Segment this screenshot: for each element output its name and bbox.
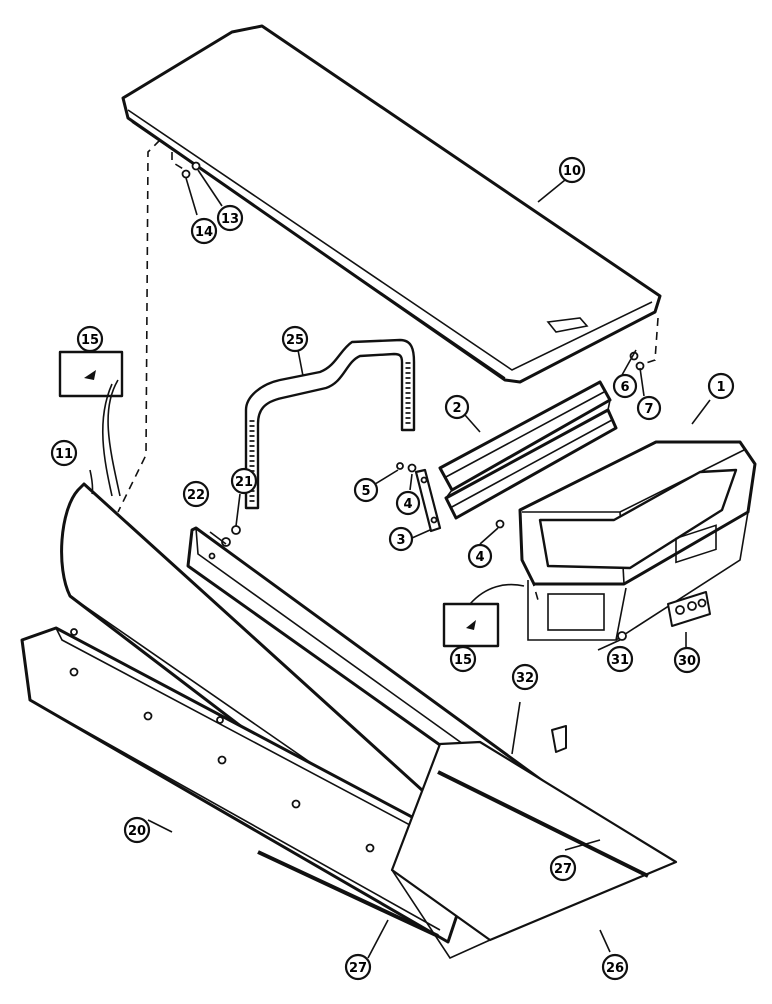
callout-2: 2 bbox=[444, 394, 470, 420]
callout-10: 10 bbox=[558, 156, 586, 184]
switch-plate bbox=[667, 591, 711, 627]
svg-text:27: 27 bbox=[554, 862, 572, 877]
callout-21: 21 bbox=[230, 467, 258, 495]
top-cover-panel bbox=[121, 24, 662, 384]
seal-strip bbox=[244, 338, 416, 510]
svg-text:30: 30 bbox=[678, 654, 696, 669]
label-decal-box-bottom bbox=[442, 583, 525, 648]
svg-text:31: 31 bbox=[611, 653, 629, 668]
callout-22: 22 bbox=[182, 480, 210, 508]
svg-text:14: 14 bbox=[195, 225, 213, 240]
callout-27-left: 27 bbox=[344, 953, 372, 981]
svg-text:10: 10 bbox=[563, 164, 581, 179]
callout-13: 13 bbox=[216, 204, 244, 232]
callout-15-bottom: 15 bbox=[449, 645, 477, 673]
callout-15-top: 15 bbox=[76, 325, 104, 353]
callout-5: 5 bbox=[353, 477, 379, 503]
callout-25: 25 bbox=[281, 325, 309, 353]
callout-20: 20 bbox=[123, 816, 151, 844]
callout-27-right: 27 bbox=[549, 854, 577, 882]
channel-rail bbox=[438, 380, 618, 520]
callout-32: 32 bbox=[511, 663, 539, 691]
gasket-strips bbox=[257, 770, 649, 938]
svg-text:5: 5 bbox=[361, 484, 370, 499]
svg-text:4: 4 bbox=[475, 550, 484, 565]
callout-7: 7 bbox=[636, 395, 662, 421]
svg-text:32: 32 bbox=[516, 671, 534, 686]
callout-11: 11 bbox=[50, 439, 78, 467]
callout-6: 6 bbox=[612, 373, 638, 399]
svg-text:7: 7 bbox=[644, 402, 653, 417]
svg-text:20: 20 bbox=[128, 824, 146, 839]
svg-text:4: 4 bbox=[403, 497, 412, 512]
svg-text:21: 21 bbox=[235, 475, 253, 490]
svg-text:22: 22 bbox=[187, 488, 205, 503]
svg-text:6: 6 bbox=[620, 380, 629, 395]
svg-text:15: 15 bbox=[81, 333, 99, 348]
svg-text:13: 13 bbox=[221, 212, 239, 227]
callout-4-lower: 4 bbox=[467, 543, 493, 569]
svg-text:2: 2 bbox=[452, 401, 461, 416]
svg-text:25: 25 bbox=[286, 333, 304, 348]
control-housing bbox=[518, 440, 757, 641]
leader-lines bbox=[89, 169, 711, 959]
svg-text:3: 3 bbox=[396, 533, 405, 548]
callout-31: 31 bbox=[606, 645, 634, 673]
callout-26: 26 bbox=[601, 953, 629, 981]
svg-text:26: 26 bbox=[606, 961, 624, 976]
callout-30: 30 bbox=[673, 646, 701, 674]
svg-text:11: 11 bbox=[55, 447, 73, 462]
svg-text:27: 27 bbox=[349, 961, 367, 976]
bracket bbox=[414, 468, 442, 533]
svg-text:15: 15 bbox=[454, 653, 472, 668]
callout-1: 1 bbox=[707, 372, 735, 400]
callout-3: 3 bbox=[388, 526, 414, 552]
callout-14: 14 bbox=[190, 217, 218, 245]
callout-4-upper: 4 bbox=[395, 490, 421, 516]
svg-text:1: 1 bbox=[716, 380, 725, 395]
